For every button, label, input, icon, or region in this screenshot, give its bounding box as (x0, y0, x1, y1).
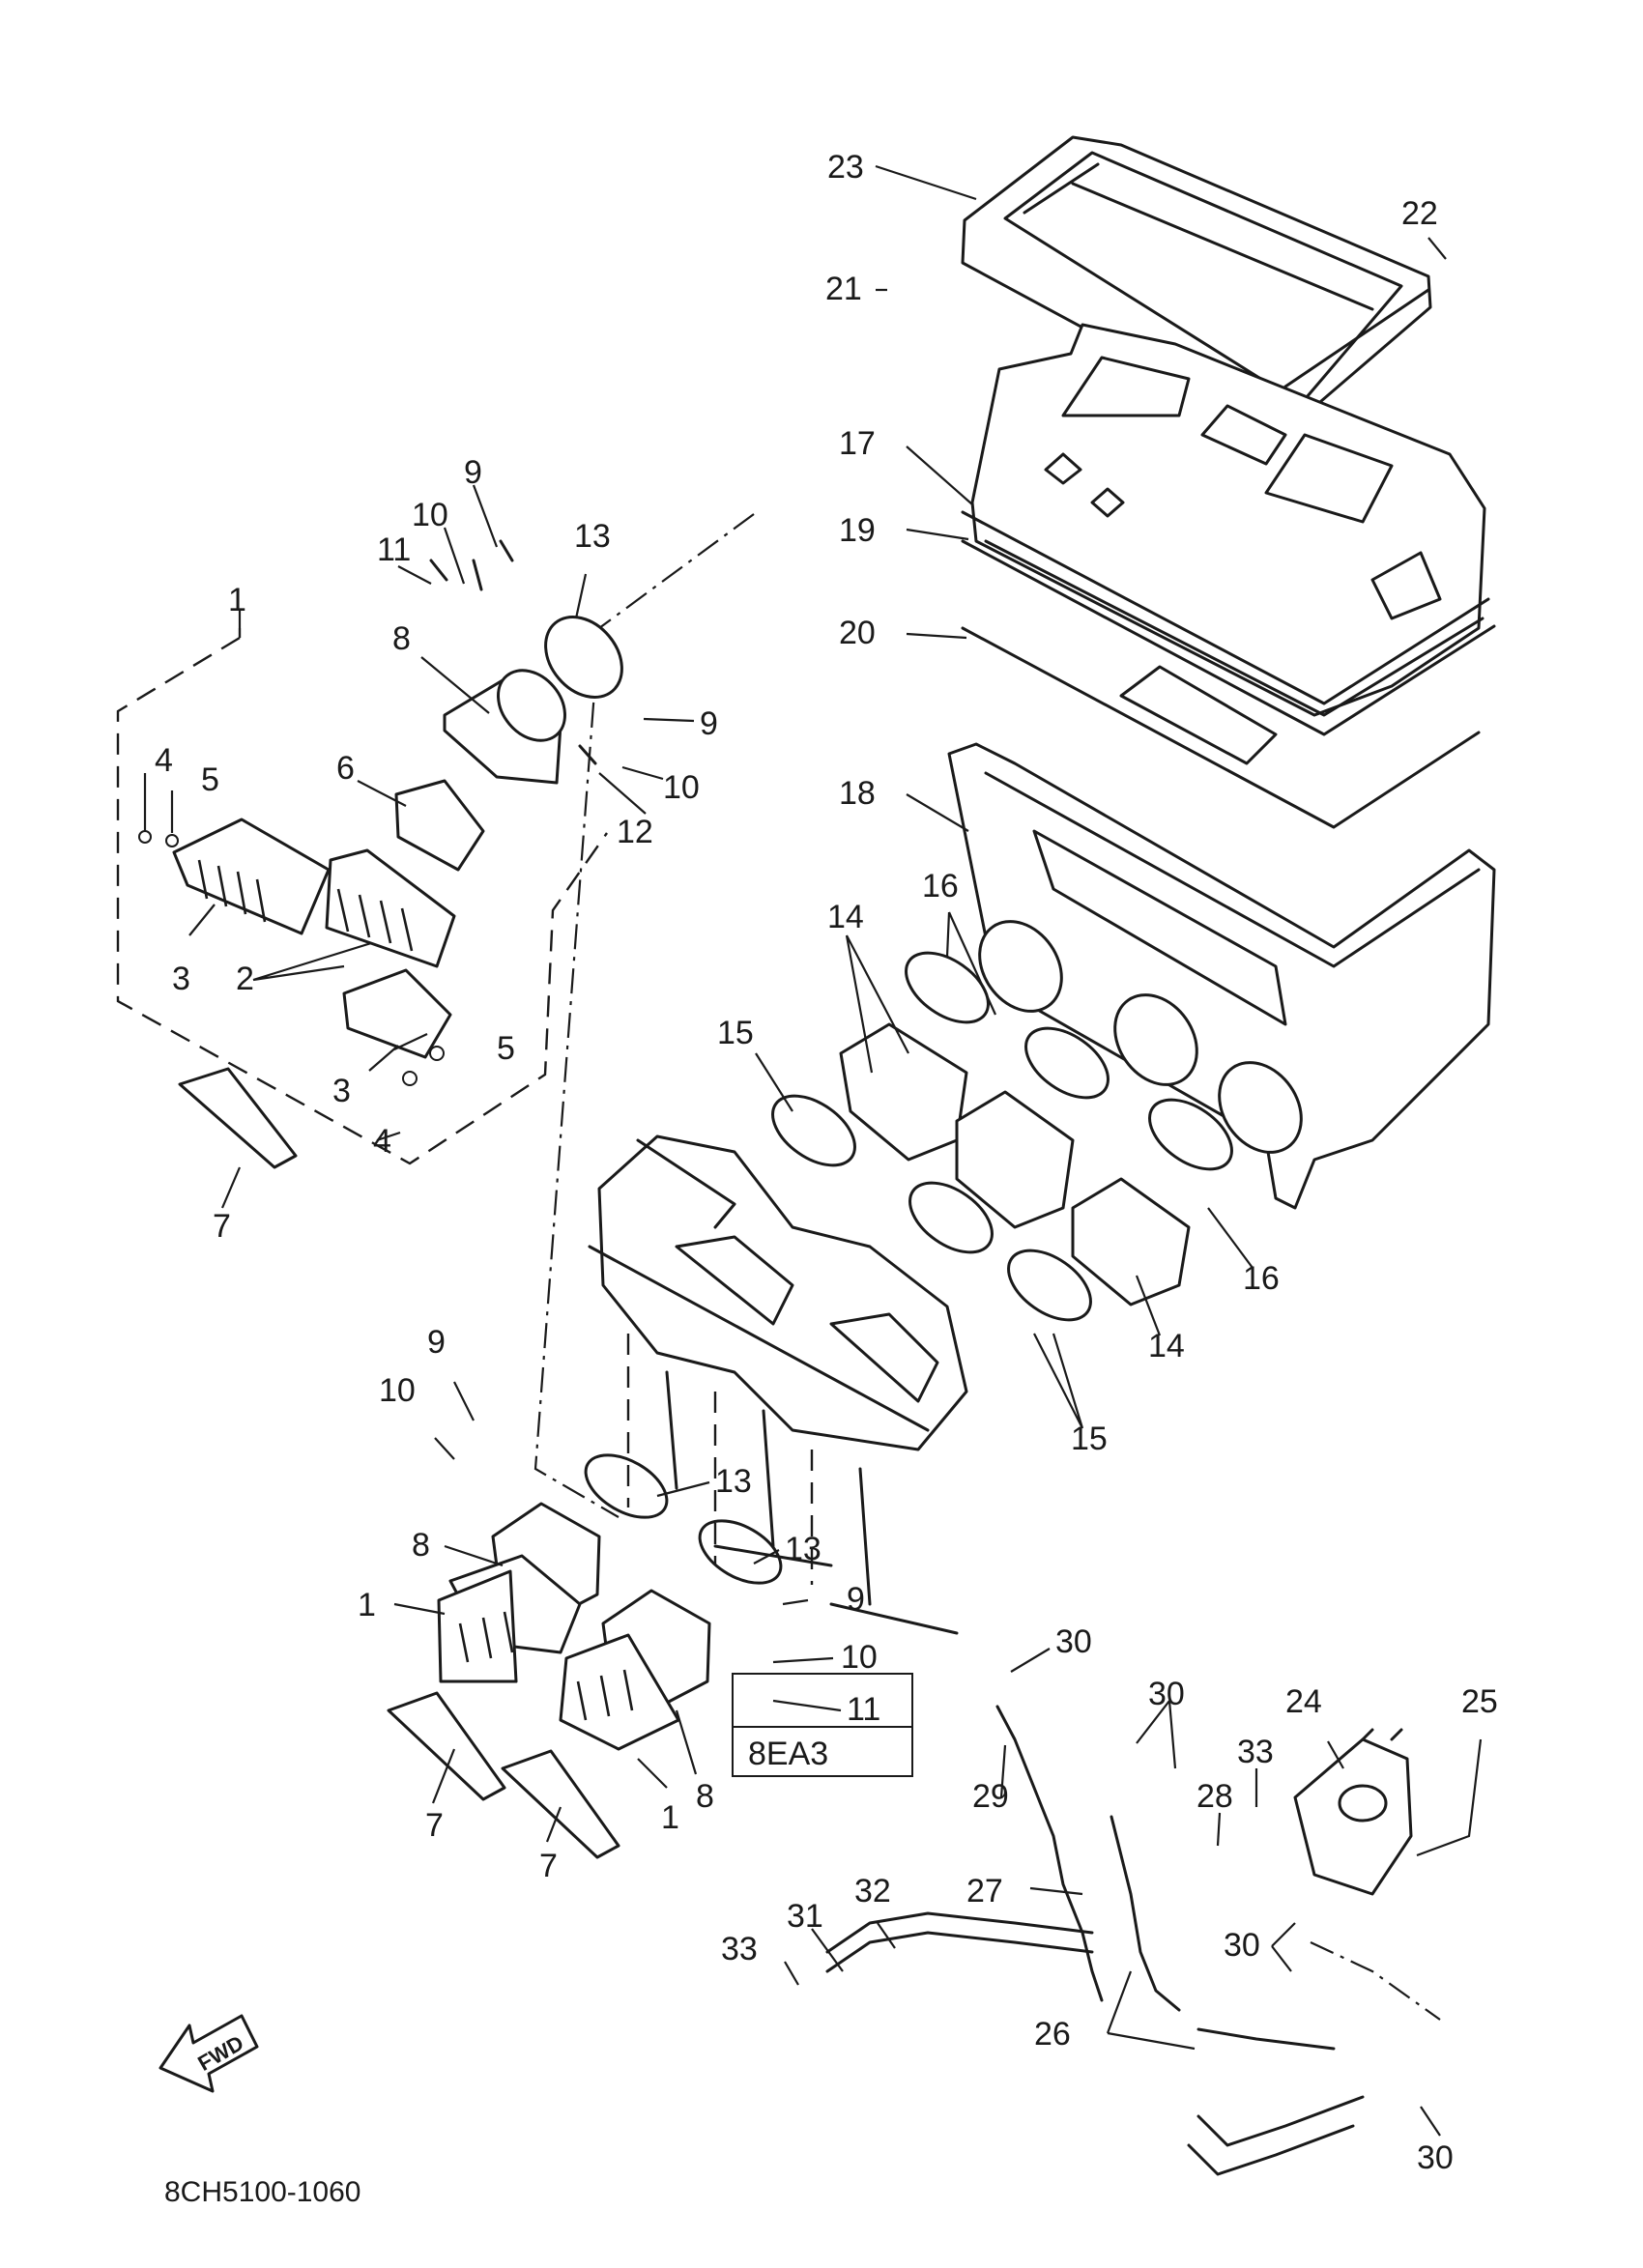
leader-lines (143, 164, 1483, 2137)
callout-19: 19 (839, 512, 876, 549)
callout-30: 30 (1055, 1623, 1092, 1660)
air-box-case (970, 323, 1486, 717)
callout-27: 27 (966, 1873, 1003, 1909)
callout-2: 2 (236, 961, 254, 997)
callout-32: 32 (854, 1873, 891, 1909)
callout-15: 15 (717, 1015, 754, 1051)
model-code-label: 8EA3 (748, 1736, 828, 1772)
callout-14: 14 (1148, 1328, 1185, 1364)
callout-5: 5 (201, 761, 219, 798)
callout-16: 16 (1243, 1260, 1280, 1297)
reed-valve-group-outline (116, 513, 755, 1518)
callout-10: 10 (379, 1372, 416, 1409)
callout-10: 10 (412, 497, 448, 533)
callout-12: 12 (617, 814, 653, 850)
callout-18: 18 (839, 775, 876, 812)
callout-22: 22 (1401, 195, 1438, 232)
callout-24: 24 (1285, 1683, 1322, 1720)
callout-33: 33 (1237, 1734, 1274, 1770)
callout-4: 4 (373, 1123, 391, 1160)
callout-16: 16 (922, 868, 959, 904)
callout-10: 10 (841, 1639, 878, 1676)
callout-11: 11 (847, 1691, 880, 1728)
callout-29: 29 (972, 1778, 1009, 1815)
callout-30: 30 (1148, 1676, 1185, 1712)
model-code-box: 8EA3 (732, 1673, 913, 1777)
callout-25: 25 (1461, 1683, 1498, 1720)
callout-5: 5 (497, 1030, 515, 1067)
callout-labels: 1 4 5 6 3 2 3 5 4 7 9 10 11 13 8 9 10 12… (155, 149, 1498, 2176)
callout-13: 13 (785, 1531, 822, 1567)
air-box-lower (947, 665, 1496, 1210)
carburetor-assembly (588, 1134, 968, 1635)
callout-1: 1 (228, 582, 246, 618)
callout-3: 3 (332, 1073, 351, 1109)
fuel-pump-and-hoses (825, 1705, 1441, 2176)
callout-26: 26 (1034, 2016, 1071, 2053)
callout-20: 20 (839, 615, 876, 651)
callout-30: 30 (1417, 2139, 1454, 2176)
callout-13: 13 (715, 1463, 752, 1500)
callout-7: 7 (213, 1208, 231, 1245)
callout-9: 9 (427, 1324, 446, 1361)
fwd-arrow: FWD (159, 2014, 259, 2093)
callout-9: 9 (847, 1581, 865, 1618)
callout-30: 30 (1224, 1927, 1260, 1964)
drawing-number: 8CH5100-1060 (164, 2176, 360, 2208)
callout-13: 13 (574, 518, 611, 555)
callout-8: 8 (392, 620, 411, 657)
callout-1: 1 (358, 1587, 376, 1623)
callout-3: 3 (172, 961, 190, 997)
callout-15: 15 (1071, 1421, 1108, 1457)
callout-14: 14 (827, 899, 864, 935)
reed-valve-parts (138, 779, 485, 1169)
callout-6: 6 (336, 750, 355, 787)
callout-9: 9 (464, 454, 482, 491)
callout-31: 31 (787, 1898, 823, 1935)
air-box-seals (961, 510, 1496, 829)
callout-8: 8 (696, 1778, 714, 1815)
callout-7: 7 (539, 1848, 558, 1884)
callout-10: 10 (663, 769, 700, 806)
lower-intake-parts (387, 1453, 783, 1859)
callout-4: 4 (155, 742, 173, 779)
callout-1: 1 (661, 1799, 679, 1836)
callout-21: 21 (825, 271, 862, 307)
callout-23: 23 (827, 149, 864, 186)
callout-8: 8 (412, 1527, 430, 1564)
callout-11: 11 (377, 531, 411, 568)
callout-7: 7 (425, 1807, 444, 1844)
callout-17: 17 (839, 425, 876, 462)
carburetor-joints (839, 1022, 1191, 1306)
intake-clamps (771, 951, 1233, 1322)
callout-33: 33 (721, 1931, 758, 1967)
callout-9: 9 (700, 705, 718, 742)
callout-28: 28 (1196, 1778, 1233, 1815)
